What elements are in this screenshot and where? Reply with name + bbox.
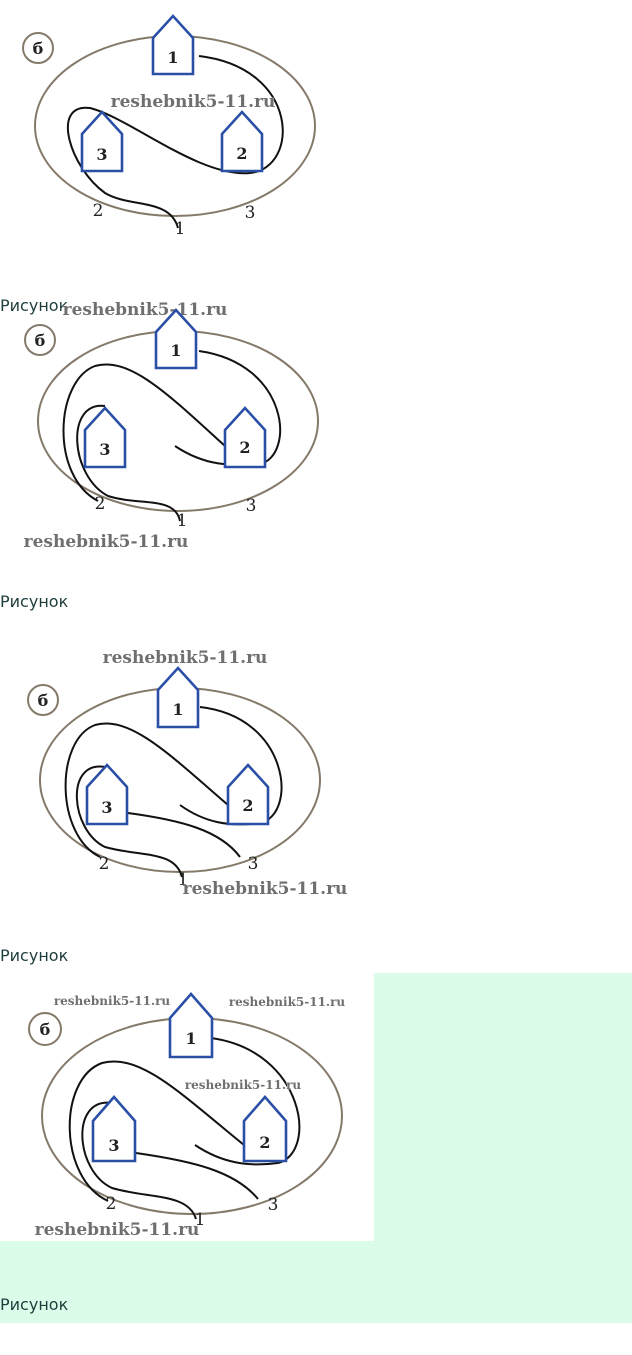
figure-badge: б [28,1012,62,1046]
path-3-to-gate-3 [135,1152,259,1200]
gate-label-2: 2 [106,1194,117,1214]
figure-2: reshebnik5-11.ru б 1 2 3 1 2 3 reshebnik… [10,296,350,551]
gate-label-2: 2 [93,201,104,221]
figure-3: reshebnik5-11.ru б 1 2 3 1 2 3 reshebnik… [0,645,350,900]
svg-text:б: б [38,691,49,710]
path-2-house-2 [64,722,229,858]
svg-text:б: б [40,1020,51,1039]
svg-text:2: 2 [239,438,250,457]
house-1: 1 [156,666,200,729]
svg-text:б: б [35,331,46,350]
house-3: 3 [83,406,127,469]
gate-label-1: 1 [195,1210,206,1230]
gate-label-2: 2 [99,854,110,874]
figure-1: б 1 2 3 1 2 3 reshebnik5-11.ru [10,8,330,248]
path-2-house-2 [62,363,226,502]
house-2: 2 [226,763,270,826]
svg-text:3: 3 [101,798,112,817]
figure-caption: Рисунок [0,296,69,315]
house-1: 1 [151,14,195,76]
figure-caption: Рисунок [0,1295,69,1314]
gate-label-3: 3 [246,496,257,516]
figure-badge: б [22,32,54,64]
svg-text:1: 1 [167,48,178,67]
svg-text:1: 1 [172,700,183,719]
svg-text:1: 1 [185,1029,196,1048]
watermark: reshebnik5-11.ru [229,995,346,1009]
gate-label-3: 3 [248,854,259,874]
house-3: 3 [91,1095,137,1163]
path-3-house-3 [76,404,181,522]
svg-text:3: 3 [99,440,110,459]
svg-text:2: 2 [242,796,253,815]
path-3-house-3 [75,765,183,878]
gate-label-1: 1 [175,219,186,239]
path-3-to-gate-3 [127,812,241,858]
path-1-house-1 [174,350,281,466]
gate-label-3: 3 [245,203,256,223]
watermark: reshebnik5-11.ru [111,92,276,112]
house-3: 3 [80,110,124,173]
watermark: reshebnik5-11.ru [103,648,268,668]
house-2: 2 [242,1095,288,1163]
path-3-house-3 [81,1101,197,1220]
svg-text:2: 2 [236,144,247,163]
svg-text:б: б [33,39,44,58]
watermark: reshebnik5-11.ru [185,1078,302,1092]
path-1-house-1 [179,706,283,826]
house-1: 1 [168,992,214,1059]
figure-4: reshebnik5-11.ru reshebnik5-11.ru б 1 2 … [0,973,374,1241]
figure-badge: б [24,324,56,356]
svg-text:2: 2 [259,1133,270,1152]
figure-caption: Рисунок [0,946,69,965]
gate-label-2: 2 [95,494,106,514]
svg-text:3: 3 [108,1136,119,1155]
watermark: reshebnik5-11.ru [24,532,189,551]
svg-text:3: 3 [96,145,107,164]
figure-caption: Рисунок [0,592,69,611]
watermark: reshebnik5-11.ru [63,300,228,320]
gate-label-1: 1 [178,870,189,890]
path-2-house-2 [68,1060,245,1202]
house-3: 3 [85,763,129,826]
svg-text:1: 1 [170,341,181,360]
watermark: reshebnik5-11.ru [35,1220,200,1240]
house-1: 1 [154,308,198,370]
gate-label-3: 3 [268,1195,279,1215]
house-2: 2 [223,406,267,469]
watermark: reshebnik5-11.ru [183,879,348,899]
path-1-house-1 [66,55,284,229]
figure-badge: б [27,684,59,716]
watermark: reshebnik5-11.ru [54,994,171,1008]
gate-label-1: 1 [177,511,188,531]
path-1-house-1 [194,1037,301,1166]
house-2: 2 [220,110,264,173]
